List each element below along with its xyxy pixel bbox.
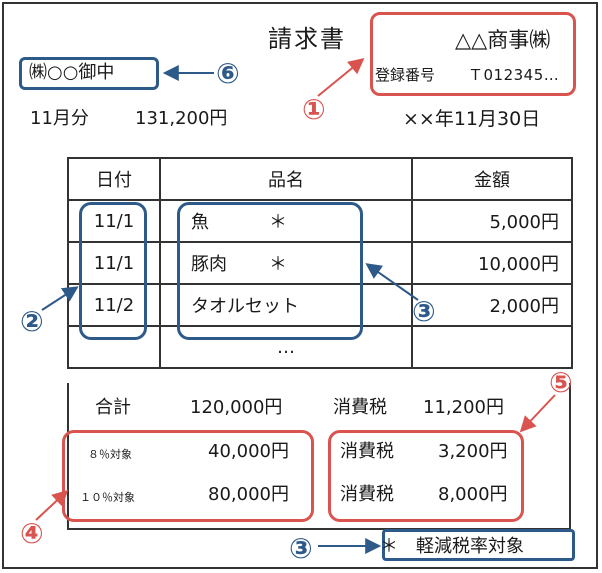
- billing-amount: 131,200円: [135, 108, 228, 129]
- reduced-tax-mark: ＊: [269, 212, 287, 233]
- invoice-frame: [2, 2, 598, 569]
- tax8-value: 3,200円: [438, 441, 508, 462]
- item-name: 豚肉: [191, 254, 227, 275]
- rate10-label: １０％対象: [80, 491, 135, 504]
- row-item: 魚＊: [159, 199, 413, 243]
- total-label: 合計: [95, 397, 131, 418]
- reduced-tax-legend-box: [382, 529, 575, 561]
- row-amount: 5,000円: [411, 199, 573, 243]
- invoice-title: 請求書: [268, 25, 346, 53]
- registration-label: 登録番号: [375, 66, 436, 84]
- table-header-row: 日付 品名 金額: [67, 157, 573, 201]
- invoice-date: ××年11月30日: [403, 108, 541, 130]
- reduced-tax-mark: ＊: [269, 254, 287, 275]
- annotation-1: ①: [302, 93, 326, 126]
- annotation-3: ③: [412, 295, 436, 328]
- reduced-tax-legend: ＊ 軽減税率対象: [380, 536, 524, 557]
- row-amount: 2,000円: [411, 283, 573, 327]
- row-item: タオルセット: [159, 283, 413, 327]
- column-header-date: 日付: [67, 157, 161, 201]
- more-items-ellipsis: …: [159, 325, 413, 369]
- rate10-value: 80,000円: [208, 484, 289, 505]
- rate8-label: ８％対象: [88, 448, 132, 461]
- issuer-highlight-box: [370, 12, 576, 96]
- tax-by-rate-box: [328, 430, 524, 522]
- rate-breakdown-box: [62, 430, 314, 522]
- recipient-highlight-box: [19, 57, 159, 90]
- items-table: 日付 品名 金額 11/1 魚＊ 5,000円 11/1 豚肉＊ 10,000円…: [67, 157, 573, 369]
- tax-value: 11,200円: [423, 397, 504, 418]
- annotation-5: ⑤: [549, 366, 573, 399]
- billing-period: 11月分: [30, 108, 89, 129]
- annotation-2: ②: [20, 305, 44, 338]
- annotation-3-legend: ③: [289, 532, 313, 565]
- item-name: タオルセット: [191, 296, 299, 317]
- column-header-item: 品名: [159, 157, 413, 201]
- summary-box: [67, 383, 571, 530]
- issuer-name: △△商事㈱: [455, 28, 551, 52]
- tax8-label: 消費税: [340, 441, 394, 462]
- item-name: 魚: [191, 212, 209, 233]
- date-column-highlight: [79, 202, 147, 340]
- row-amount: 10,000円: [411, 241, 573, 285]
- recipient-name: ㈱○○御中: [29, 62, 115, 83]
- table-row: 11/1 魚＊ 5,000円: [67, 199, 573, 243]
- column-header-amount: 金額: [411, 157, 573, 201]
- item-column-highlight: [177, 202, 363, 340]
- total-value: 120,000円: [190, 397, 283, 418]
- tax-label: 消費税: [333, 397, 387, 418]
- table-row: …: [67, 325, 573, 369]
- annotation-4: ④: [20, 517, 44, 550]
- registration-number: Ｔ012345…: [468, 66, 560, 84]
- rate8-value: 40,000円: [208, 441, 289, 462]
- annotation-6: ⑥: [216, 57, 240, 90]
- tax10-label: 消費税: [340, 484, 394, 505]
- tax10-value: 8,000円: [438, 484, 508, 505]
- table-row: 11/1 豚肉＊ 10,000円: [67, 241, 573, 285]
